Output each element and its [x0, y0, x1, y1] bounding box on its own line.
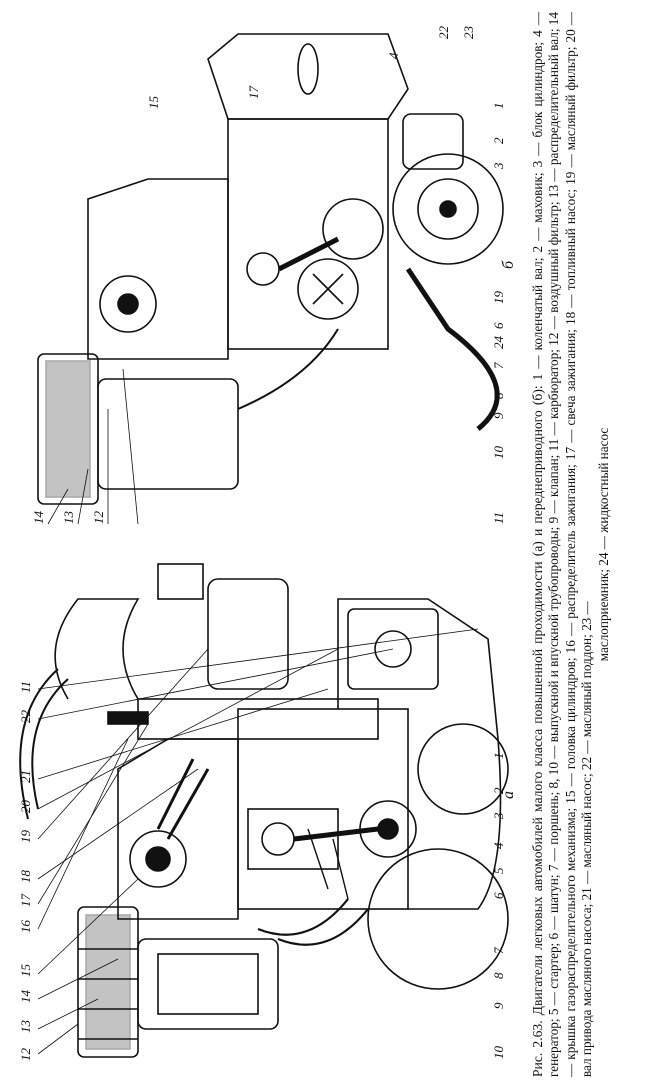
callout: 16	[18, 920, 33, 934]
callout: 1	[491, 103, 506, 110]
callout: 14	[31, 511, 46, 525]
callout: 8	[491, 392, 506, 399]
engine-b-svg: 15 17 4 22 23 14 13 12 11 10 9 8 7 24 6 …	[31, 26, 506, 525]
sub-label-b: б	[500, 260, 517, 269]
callout: 20	[18, 800, 33, 814]
callout: 22	[436, 26, 451, 40]
callout: 11	[491, 512, 506, 524]
engine-drawing-b: 15 17 4 22 23 14 13 12 11 10 9 8 7 24 6 …	[8, 9, 513, 529]
figure-legend-tail: маслоприемник; 24 — жидкостный насос	[595, 427, 611, 662]
callout: 6	[491, 322, 506, 329]
callout: 18	[18, 870, 33, 884]
callout: 7	[491, 362, 506, 369]
callout: 9	[491, 1002, 506, 1009]
callout: 1	[491, 753, 506, 760]
callout: 9	[491, 412, 506, 419]
callout: 19	[491, 291, 506, 305]
figure-caption: Рис. 2.63. Двигатели легковых автомобиле…	[530, 12, 612, 1077]
figure-title: Двигатели легковых автомобилей малого кл…	[530, 385, 545, 1016]
sub-label-a: а	[500, 791, 517, 799]
callout: 22	[18, 710, 33, 724]
callout: 21	[18, 770, 33, 783]
callout: 2	[491, 137, 506, 144]
callout: 8	[491, 972, 506, 979]
callout: 4	[386, 52, 401, 59]
callout: 3	[491, 162, 506, 170]
callout: 24	[491, 336, 506, 350]
callout: 12	[18, 1048, 33, 1062]
callout: 11	[18, 681, 33, 693]
callout: 19	[18, 830, 33, 844]
callout: 13	[18, 1020, 33, 1034]
callout: 6	[491, 892, 506, 899]
callout: 5	[491, 867, 506, 874]
callout: 15	[18, 964, 33, 978]
callout: 23	[461, 26, 476, 40]
figure-number: Рис. 2.63.	[530, 1020, 545, 1077]
callout: 10	[491, 1046, 506, 1060]
callout: 15	[146, 96, 161, 110]
callout: 7	[491, 947, 506, 954]
callout: 2	[491, 787, 506, 794]
callout: 14	[18, 990, 33, 1004]
engine-drawing-a: 12 13 14 15 16 17 18 19 20 21 22 11 10 9…	[8, 554, 513, 1069]
callout: 12	[91, 511, 106, 525]
callout: 17	[18, 894, 33, 908]
callout: 17	[246, 86, 261, 100]
callout: 3	[491, 812, 506, 820]
callout: 13	[61, 511, 76, 525]
engine-a-svg: 12 13 14 15 16 17 18 19 20 21 22 11 10 9…	[18, 563, 509, 1062]
callout: 10	[491, 446, 506, 460]
callout: 4	[491, 842, 506, 849]
